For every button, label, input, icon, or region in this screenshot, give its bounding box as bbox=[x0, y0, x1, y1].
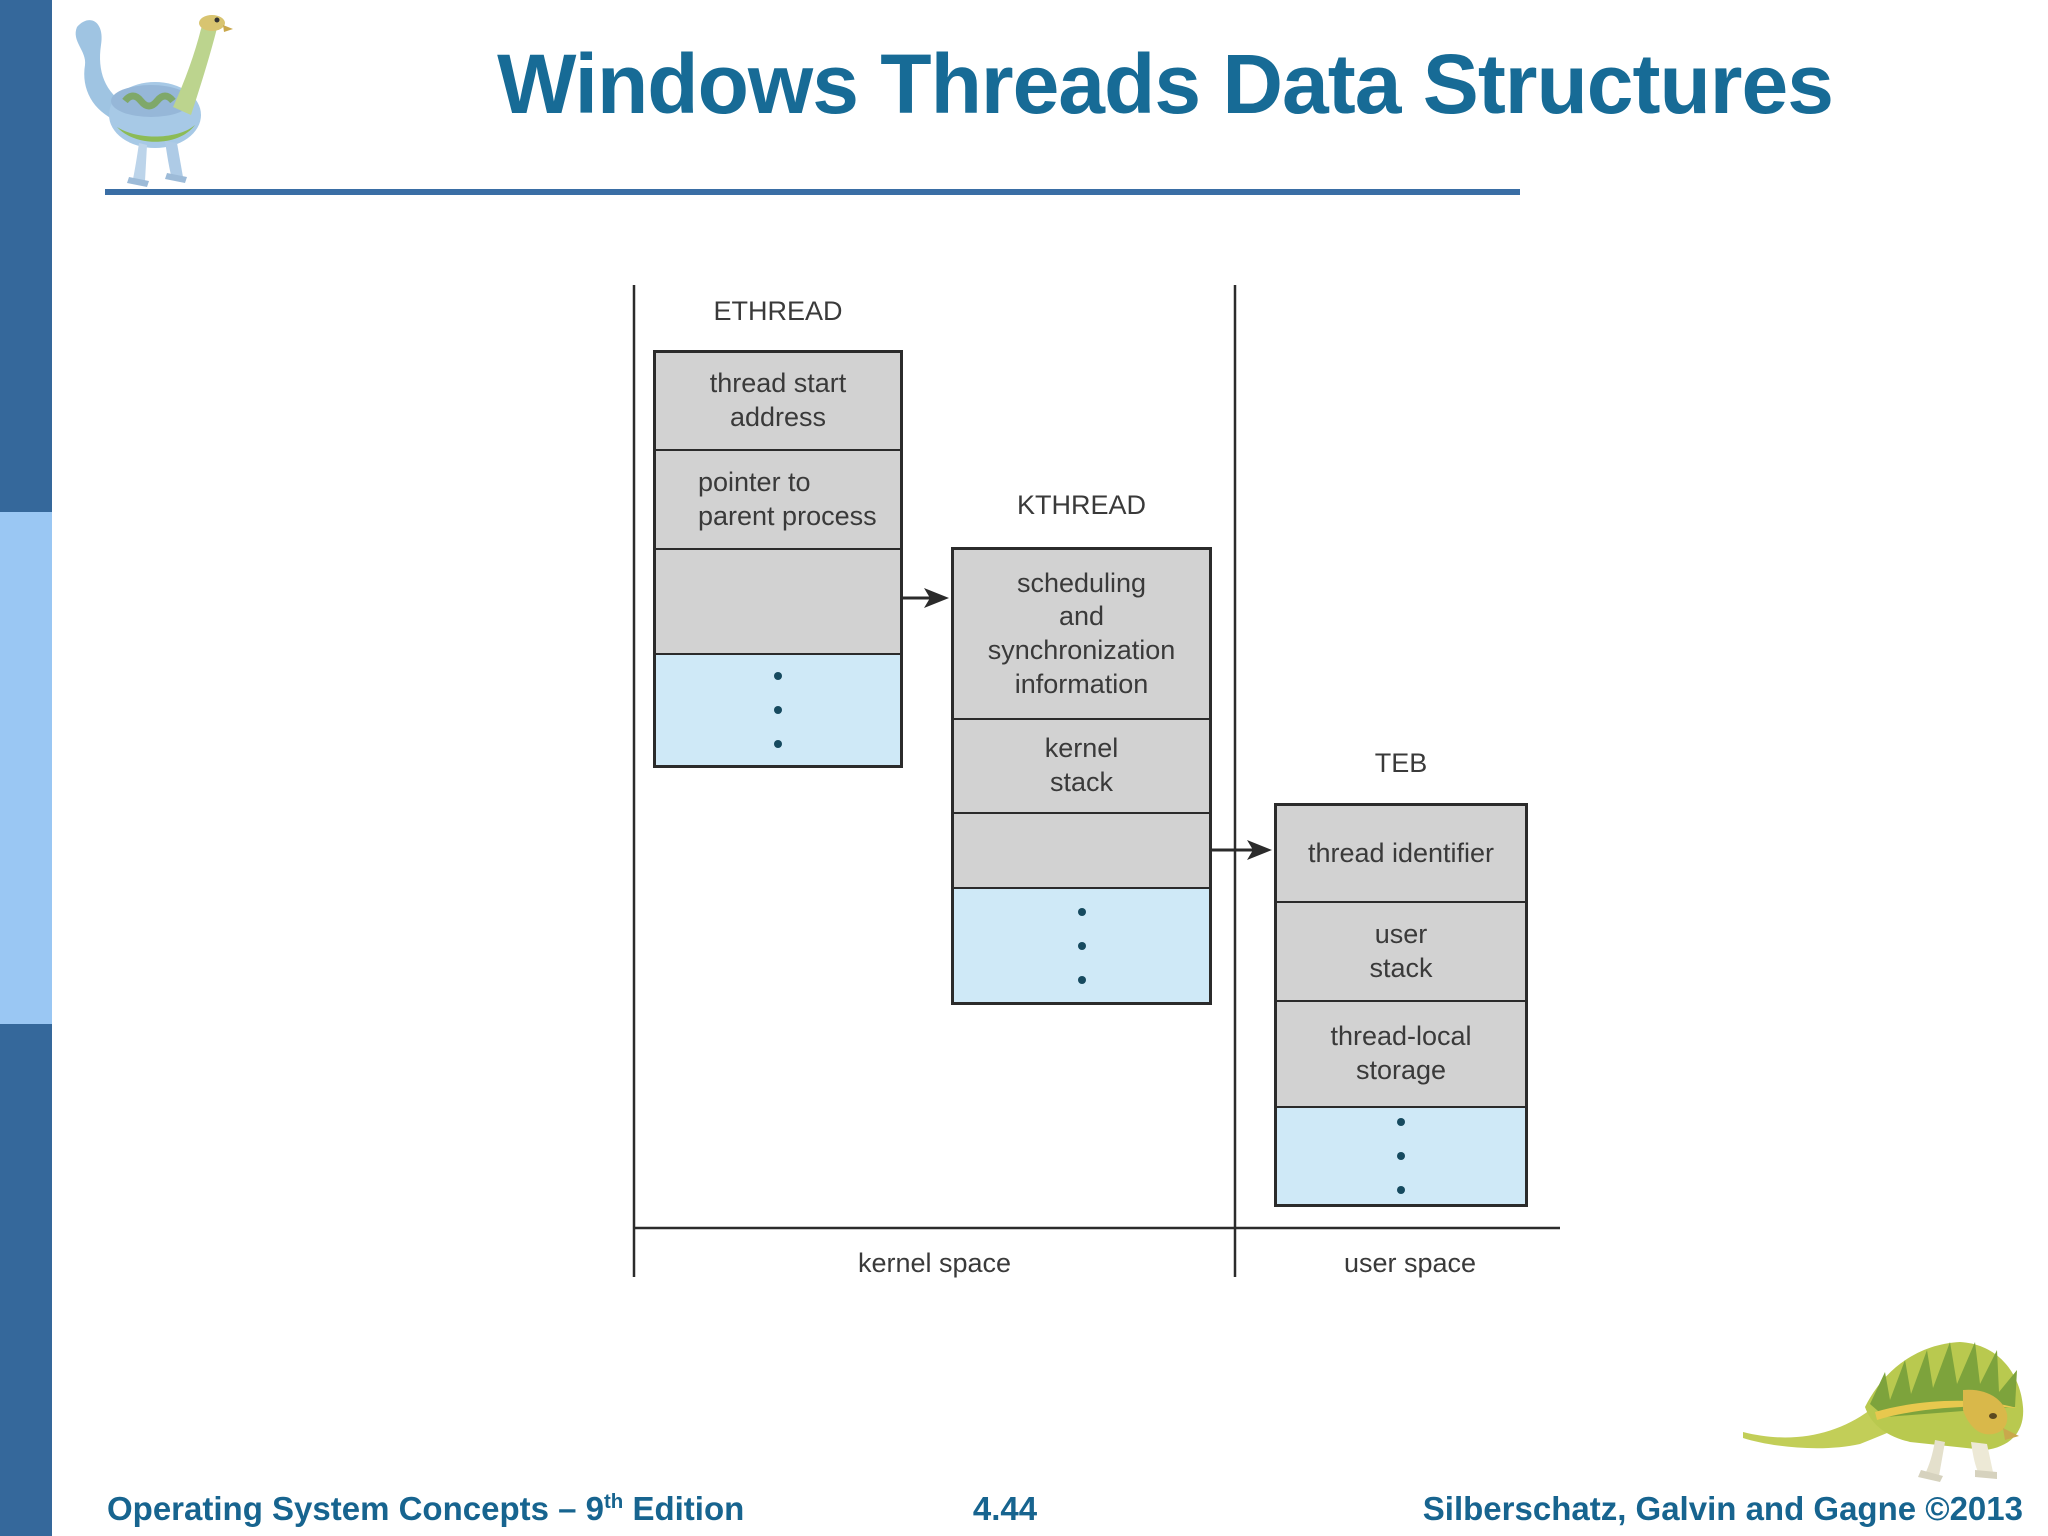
dinosaur-logo-icon bbox=[75, 15, 233, 187]
kthread-label: KTHREAD bbox=[1016, 490, 1146, 520]
ethread-cell-pointer-to-parent-process: pointer to parent process bbox=[656, 449, 900, 548]
sidebar-light-band bbox=[0, 512, 52, 1024]
ethread-label: ETHREAD bbox=[713, 296, 843, 326]
ellipsis-dot bbox=[774, 740, 782, 748]
teb-cell-thread-identifier: thread identifier bbox=[1307, 837, 1495, 868]
kthread-cell-ellipsis bbox=[954, 887, 1209, 1002]
kthread-cell-teb-pointer bbox=[954, 812, 1209, 887]
page-title: Windows Threads Data Structures bbox=[497, 37, 1834, 131]
teb-box: thread identifier user stack thread-loca… bbox=[1274, 803, 1528, 1207]
ellipsis-dot bbox=[1077, 975, 1086, 984]
kthread-cell-kernel-stack: kernel stack bbox=[954, 718, 1209, 812]
teb-cell-thread-local-storage: thread-local storage bbox=[1277, 1000, 1525, 1106]
teb-cell-user-stack: user stack bbox=[1277, 901, 1525, 1000]
footer-page-number: 4.44 bbox=[972, 1490, 1038, 1527]
footer-edition-text: Edition bbox=[623, 1490, 745, 1527]
footer-authors: Silberschatz, Galvin and Gagne ©2013 bbox=[1422, 1490, 2023, 1527]
dinosaur-logo-bottom-icon bbox=[1743, 1342, 2024, 1482]
ellipsis-dot bbox=[1397, 1186, 1405, 1194]
ethread-cell-thread-start-address: thread start address bbox=[709, 368, 847, 432]
kthread-box: scheduling and synchronization informati… bbox=[951, 547, 1212, 1005]
footer-book-title-text: Operating System Concepts – 9 bbox=[107, 1490, 604, 1527]
footer-ordinal-suffix: th bbox=[603, 1490, 624, 1513]
ellipsis-dot bbox=[1077, 907, 1086, 916]
ellipsis-dot bbox=[1397, 1118, 1405, 1126]
ellipsis-dot bbox=[774, 706, 782, 714]
ethread-box: thread start address pointer to parent p… bbox=[653, 350, 903, 768]
user-space-label: user space bbox=[1343, 1248, 1477, 1278]
sidebar-accent-bar bbox=[0, 0, 52, 1536]
ellipsis-dot bbox=[1077, 941, 1086, 950]
ellipsis-dot bbox=[1397, 1152, 1405, 1160]
ethread-cell-kthread-pointer bbox=[656, 548, 900, 653]
kthread-cell-scheduling-sync-info: scheduling and synchronization informati… bbox=[987, 567, 1176, 699]
title-underline bbox=[105, 189, 1520, 195]
teb-cell-ellipsis bbox=[1277, 1106, 1525, 1204]
teb-label: TEB bbox=[1374, 748, 1428, 778]
ellipsis-dot bbox=[774, 672, 782, 680]
ethread-cell-ellipsis bbox=[656, 653, 900, 765]
kernel-space-label: kernel space bbox=[857, 1248, 1012, 1278]
footer-book-title: Operating System Concepts – 9th Edition bbox=[107, 1490, 744, 1528]
